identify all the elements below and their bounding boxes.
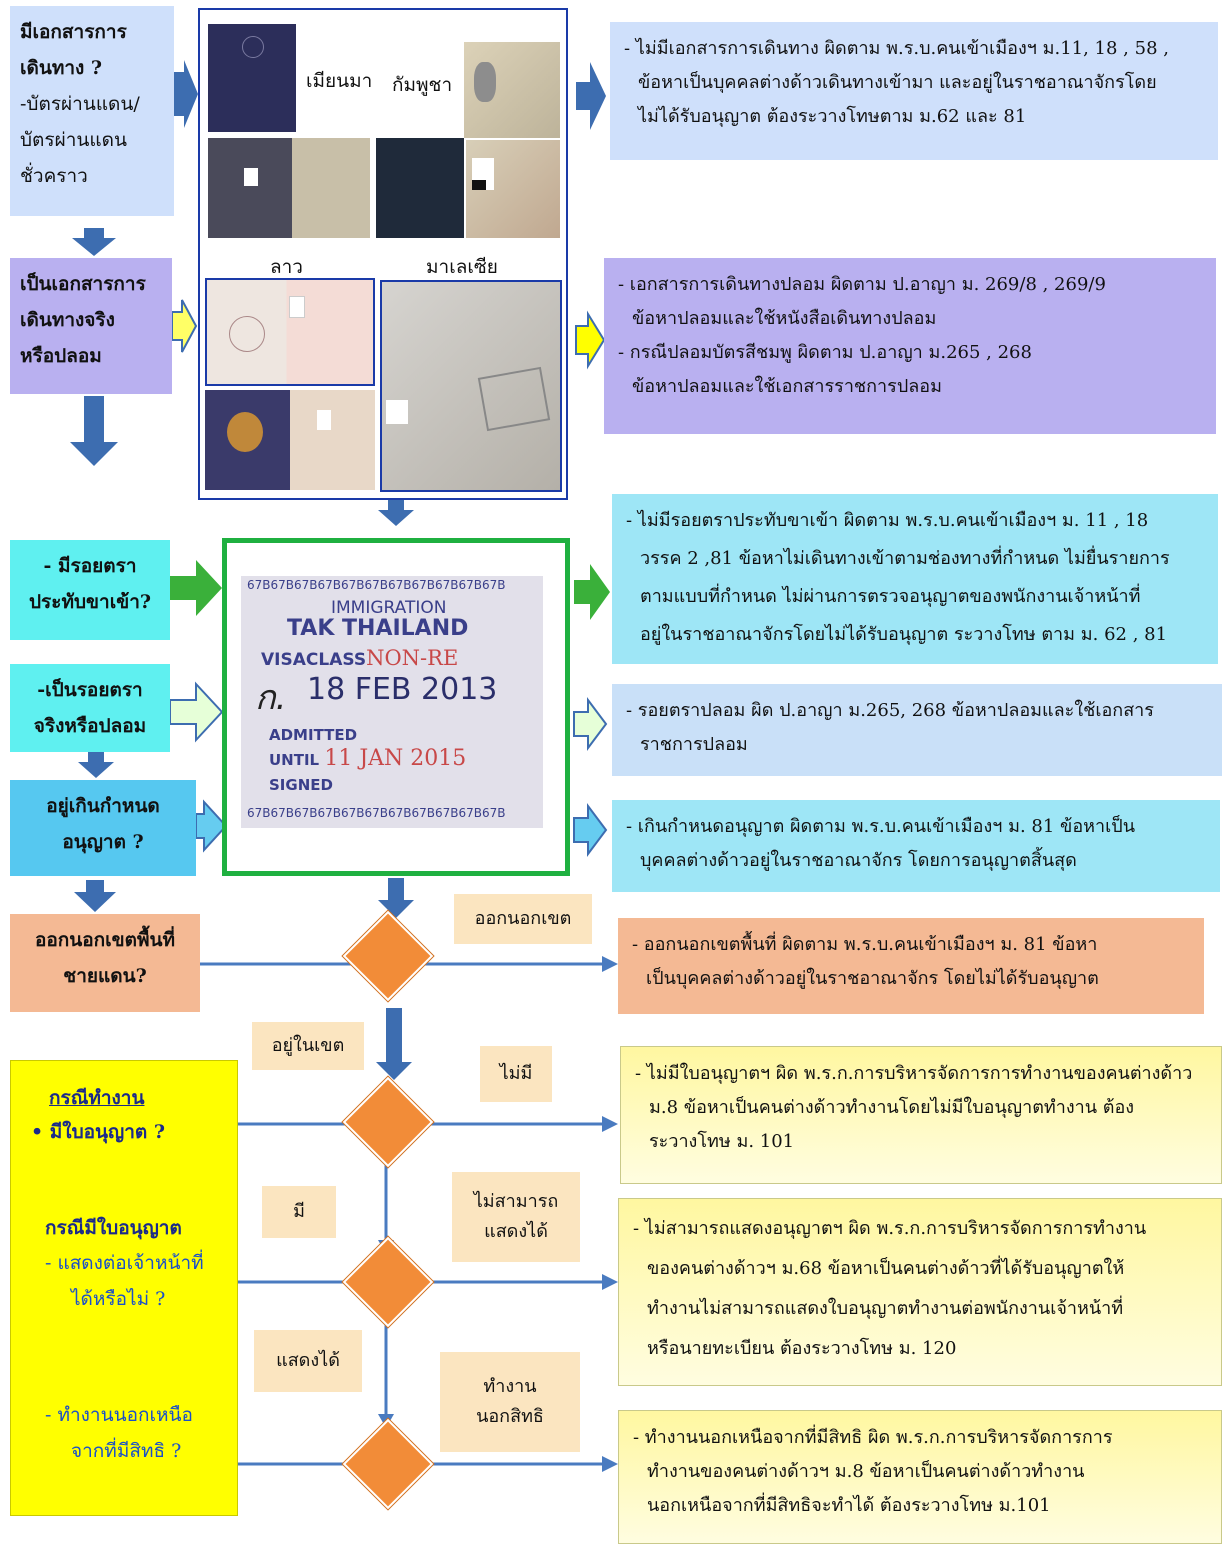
question-real-or-fake-stamp: -เป็นรอยตรา จริงหรือปลอม bbox=[10, 664, 170, 752]
info-outside-zone: - ออกนอกเขตพื้นที่ ผิดตาม พ.ร.บ.คนเข้าเม… bbox=[618, 918, 1204, 1014]
stamp-border-code: 67B67B67B67B67B67B67B67B67B67B67B bbox=[247, 578, 506, 592]
arrowhead-show bbox=[602, 1274, 618, 1290]
stamp-border-code-bottom: 67B67B67B67B67B67B67B67B67B67B67B bbox=[247, 806, 506, 820]
down-arrow-center-3 bbox=[376, 1008, 412, 1080]
label-cannot-show: ไม่สามารถ แสดงได้ bbox=[452, 1172, 580, 1262]
stamp-signature-mark: ก. bbox=[255, 678, 287, 718]
caption-myanmar: เมียนมา bbox=[306, 70, 373, 92]
label-work-outside-rights: ทำงาน นอกสิทธิ bbox=[440, 1352, 580, 1452]
cambodia-document-photo bbox=[466, 140, 560, 238]
question-outside-border-zone: ออกนอกเขตพื้นที่ ชายแดน? bbox=[10, 914, 200, 1012]
right-arrow-r4 bbox=[573, 697, 608, 751]
work-permit-subtitle: กรณีมีใบอนุญาต bbox=[45, 1217, 182, 1239]
label-yes: มี bbox=[262, 1186, 336, 1238]
info-no-entry-stamp: - ไม่มีรอยตราประทับขาเข้า ผิดตาม พ.ร.บ.ค… bbox=[612, 494, 1218, 664]
caption-cambodia: กัมพูชา bbox=[392, 74, 453, 96]
right-arrow-r2 bbox=[575, 310, 606, 370]
down-arrow-4 bbox=[74, 880, 116, 912]
stamp-line-tak-thailand: TAK THAILAND bbox=[287, 616, 469, 641]
work-show-permit-question: - แสดงต่อเจ้าหน้าที่ ได้หรือไม่ ? bbox=[45, 1252, 204, 1310]
info-no-work-permit: - ไม่มีใบอนุญาตฯ ผิด พ.ร.ก.การบริหารจัดก… bbox=[620, 1046, 1222, 1184]
work-outside-rights-question: - ทำงานนอกเหนือ จากที่มีสิทธิ ? bbox=[45, 1404, 193, 1462]
immigration-stamp-image: 67B67B67B67B67B67B67B67B67B67B67B IMMIGR… bbox=[241, 576, 543, 828]
caption-laos: ลาว bbox=[270, 256, 303, 278]
question-overstay: อยู่เกินกำหนด อนุญาต ? bbox=[10, 780, 196, 876]
work-case-title: กรณีทำงาน bbox=[49, 1087, 145, 1109]
work-case-panel: กรณีทำงาน มีใบอนุญาต ? กรณีมีใบอนุญาต - … bbox=[10, 1060, 238, 1516]
work-permit-question: มีใบอนุญาต ? bbox=[31, 1115, 223, 1149]
question-entry-stamp: - มีรอยตรา ประทับขาเข้า? bbox=[10, 540, 170, 640]
down-arrow-3 bbox=[78, 752, 114, 778]
info-overstay: - เกินกำหนดอนุญาต ผิดตาม พ.ร.บ.คนเข้าเมื… bbox=[612, 800, 1220, 892]
question-travel-document: มีเอกสารการ เดินทาง ? -บัตรผ่านแดน/ บัตร… bbox=[10, 6, 174, 216]
info-fake-stamp: - รอยตราปลอม ผิด ป.อาญา ม.265, 268 ข้อหา… bbox=[612, 684, 1222, 776]
myanmar-document-photo bbox=[208, 138, 370, 238]
stamp-until: UNTIL 11 JAN 2015 bbox=[269, 746, 467, 771]
right-arrow-r3 bbox=[574, 564, 610, 620]
laos-document-photo-1 bbox=[205, 278, 375, 386]
cambodia-passport-photo bbox=[376, 138, 464, 238]
myanmar-passport-photo bbox=[208, 24, 296, 132]
malaysia-document-photo bbox=[380, 280, 562, 492]
cambodia-id-card-photo bbox=[464, 42, 560, 138]
stamp-signed: SIGNED bbox=[269, 776, 333, 794]
info-no-travel-document: - ไม่มีเอกสารการเดินทาง ผิดตาม พ.ร.บ.คนเ… bbox=[610, 22, 1218, 160]
label-no: ไม่มี bbox=[480, 1046, 552, 1102]
stamp-date: 18 FEB 2013 bbox=[307, 672, 498, 707]
question-real-or-fake-document: เป็นเอกสารการ เดินทางจริง หรือปลอม bbox=[10, 258, 172, 394]
caption-malaysia: มาเลเซีย bbox=[426, 256, 498, 278]
left-down-arrows bbox=[70, 228, 414, 1080]
stamp-visaclass: VISACLASSNON-RE bbox=[261, 646, 459, 670]
stamp-admitted: ADMITTED bbox=[269, 726, 358, 744]
right-arrow-q5 bbox=[195, 799, 228, 853]
right-arrow-q2 bbox=[171, 299, 198, 353]
laos-document-photo-2 bbox=[205, 390, 375, 490]
right-arrow-q1 bbox=[174, 60, 198, 128]
down-arrow-center-1 bbox=[378, 500, 414, 526]
down-arrow-center-2 bbox=[378, 878, 414, 918]
label-out-zone: ออกนอกเขต bbox=[454, 894, 592, 944]
right-arrow-r5 bbox=[573, 803, 608, 857]
right-arrow-q4 bbox=[169, 681, 224, 743]
arrowhead-outside bbox=[602, 1456, 618, 1472]
info-fake-travel-document: - เอกสารการเดินทางปลอม ผิดตาม ป.อาญา ม. … bbox=[604, 258, 1216, 434]
down-arrow-2 bbox=[70, 396, 118, 466]
info-cannot-show-permit: - ไม่สามารถแสดงอนุญาตฯ ผิด พ.ร.ก.การบริห… bbox=[618, 1198, 1222, 1386]
arrowhead-zone bbox=[602, 956, 618, 972]
label-in-zone: อยู่ในเขต bbox=[252, 1022, 364, 1070]
stamp-line-immigration: IMMIGRATION bbox=[331, 598, 447, 618]
right-arrow-q3 bbox=[170, 560, 222, 616]
down-arrow-1 bbox=[72, 228, 116, 256]
label-can-show: แสดงได้ bbox=[254, 1330, 362, 1392]
right-arrow-r1 bbox=[576, 62, 606, 130]
arrowhead-permit bbox=[602, 1116, 618, 1132]
info-work-outside-rights: - ทำงานนอกเหนือจากที่มีสิทธิ ผิด พ.ร.ก.ก… bbox=[618, 1410, 1222, 1544]
